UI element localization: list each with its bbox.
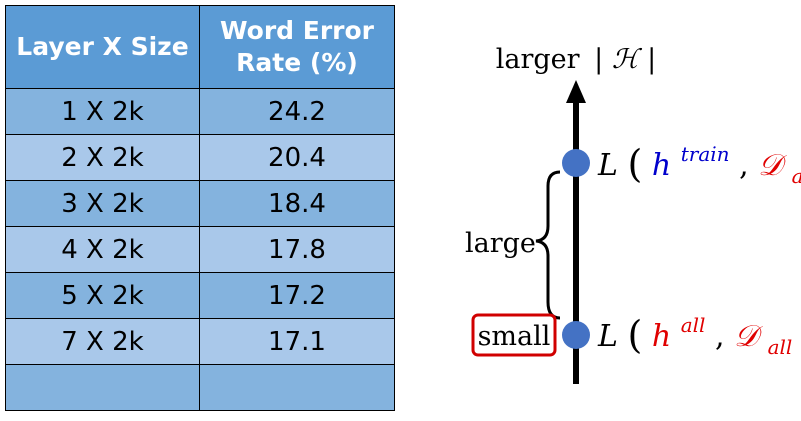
layer-size-cell: 4 X 2k (5, 226, 200, 273)
layer-size-cell: 7 X 2k (5, 318, 200, 365)
wer-cell: 18.4 (199, 180, 395, 227)
bottom-sub: all (768, 335, 793, 359)
layer-size-cell: 1 X 2k (5, 88, 200, 135)
small-label-box (471, 313, 557, 357)
hypothesis-diagram: larger | ℋ | L ( h train , 𝒟 all ) L ( h… (465, 44, 801, 384)
top-point-marker (562, 149, 590, 177)
wer-cell (199, 364, 395, 411)
table-row: 2 X 2k 20.4 (5, 134, 395, 181)
top-D: 𝒟 (758, 148, 787, 183)
axis-label-word: larger (496, 44, 580, 75)
bottom-func: L (597, 319, 618, 354)
results-table: Layer X Size Word Error Rate (%) 1 X 2k … (5, 5, 395, 411)
header-wer-line1: Word Error (219, 16, 375, 45)
axis-label-bar-right: | (647, 44, 656, 75)
small-label: small (478, 321, 551, 352)
layer-size-cell (5, 364, 200, 411)
axis-label: larger | ℋ | (496, 44, 657, 75)
table-row: 7 X 2k 17.1 (5, 318, 395, 365)
arrowhead-icon (566, 80, 586, 103)
header-word-error-rate: Word Error Rate (%) (199, 5, 395, 89)
axis-label-symbol: ℋ (612, 44, 643, 75)
wer-cell: 20.4 (199, 134, 395, 181)
bottom-D: 𝒟 (734, 319, 763, 354)
table-row: 1 X 2k 24.2 (5, 88, 395, 135)
layer-size-cell: 3 X 2k (5, 180, 200, 227)
axis-label-bar-left: | (594, 44, 603, 75)
bottom-formula: L ( h all , 𝒟 all ) (597, 305, 801, 362)
large-label: large (465, 228, 536, 259)
top-paren-open: ( (627, 142, 642, 186)
bottom-point-marker (562, 321, 590, 349)
top-h: h (652, 148, 671, 183)
layer-size-cell: 2 X 2k (5, 134, 200, 181)
header-layer-size: Layer X Size (5, 5, 200, 89)
top-sub: all (792, 164, 801, 188)
top-comma: , (739, 148, 749, 183)
layer-size-cell: 5 X 2k (5, 272, 200, 319)
table-row: 4 X 2k 17.8 (5, 226, 395, 273)
table-header-row: Layer X Size Word Error Rate (%) (5, 5, 395, 89)
bottom-h: h (652, 319, 671, 354)
top-formula: L ( h train , 𝒟 all ) (597, 134, 801, 191)
table-row: 3 X 2k 18.4 (5, 180, 395, 227)
header-wer-line2: Rate (%) (236, 48, 358, 77)
wer-cell: 17.1 (199, 318, 395, 365)
header-layer-size-text: Layer X Size (16, 32, 189, 61)
wer-cell: 24.2 (199, 88, 395, 135)
top-func: L (597, 148, 618, 183)
bottom-comma: , (715, 319, 725, 354)
wer-cell: 17.2 (199, 272, 395, 319)
top-sup: train (681, 142, 730, 166)
bottom-paren-open: ( (627, 313, 642, 357)
table-row: 5 X 2k 17.2 (5, 272, 395, 319)
table-row (5, 364, 395, 411)
brace (535, 170, 561, 320)
wer-cell: 17.8 (199, 226, 395, 273)
bottom-sup: all (681, 313, 706, 337)
